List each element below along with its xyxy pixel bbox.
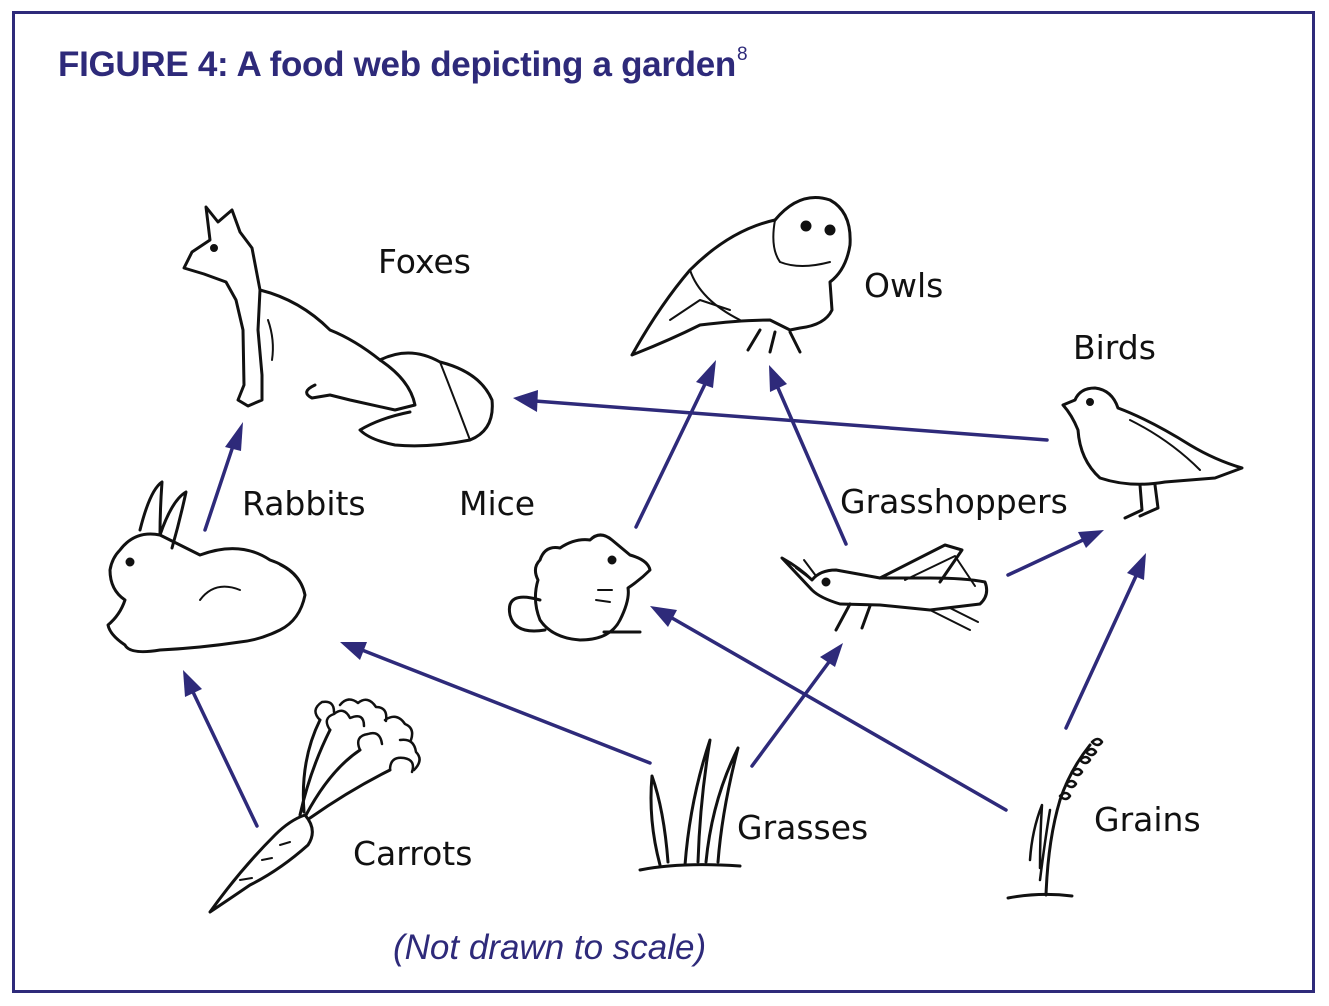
arrow-grasses-to-rabbits bbox=[340, 642, 652, 765]
arrow-grasses-to-grasshoppers bbox=[750, 643, 843, 768]
feeding-arrows bbox=[183, 360, 1146, 828]
arrow-grasshoppers-to-owls bbox=[769, 365, 848, 546]
carrot-illustration bbox=[208, 698, 421, 914]
label-grasses: Grasses bbox=[737, 808, 869, 847]
mouse-illustration bbox=[507, 533, 652, 642]
owl-illustration bbox=[630, 196, 852, 357]
arrow-rabbits-to-foxes bbox=[203, 422, 243, 532]
label-carrots: Carrots bbox=[353, 834, 473, 873]
arrow-grasshoppers-to-birds bbox=[1006, 530, 1104, 577]
fox-illustration bbox=[182, 205, 494, 448]
scale-caption: (Not drawn to scale) bbox=[393, 928, 707, 967]
label-grasshoppers: Grasshoppers bbox=[840, 482, 1068, 521]
figure-title: FIGURE 4: A food web depicting a garden8 bbox=[58, 44, 748, 85]
arrow-grains-to-birds bbox=[1064, 553, 1146, 730]
footnote-marker: 8 bbox=[736, 44, 748, 65]
arrow-birds-to-foxes bbox=[513, 390, 1049, 442]
arrow-carrots-to-rabbits bbox=[183, 670, 259, 828]
label-rabbits: Rabbits bbox=[242, 484, 366, 523]
label-birds: Birds bbox=[1073, 328, 1156, 367]
label-grains: Grains bbox=[1094, 800, 1201, 839]
label-owls: Owls bbox=[864, 266, 944, 305]
rabbit-illustration bbox=[106, 480, 307, 654]
figure-title-text: FIGURE 4: A food web depicting a garden bbox=[58, 45, 736, 84]
arrow-grains-to-mice bbox=[650, 606, 1008, 812]
arrow-mice-to-owls bbox=[634, 360, 716, 529]
label-mice: Mice bbox=[459, 484, 536, 523]
grass-illustration bbox=[638, 738, 742, 872]
grasshopper-illustration bbox=[780, 543, 989, 632]
grain-illustration bbox=[1006, 737, 1104, 900]
bird-illustration bbox=[1061, 386, 1244, 520]
label-foxes: Foxes bbox=[378, 242, 471, 281]
